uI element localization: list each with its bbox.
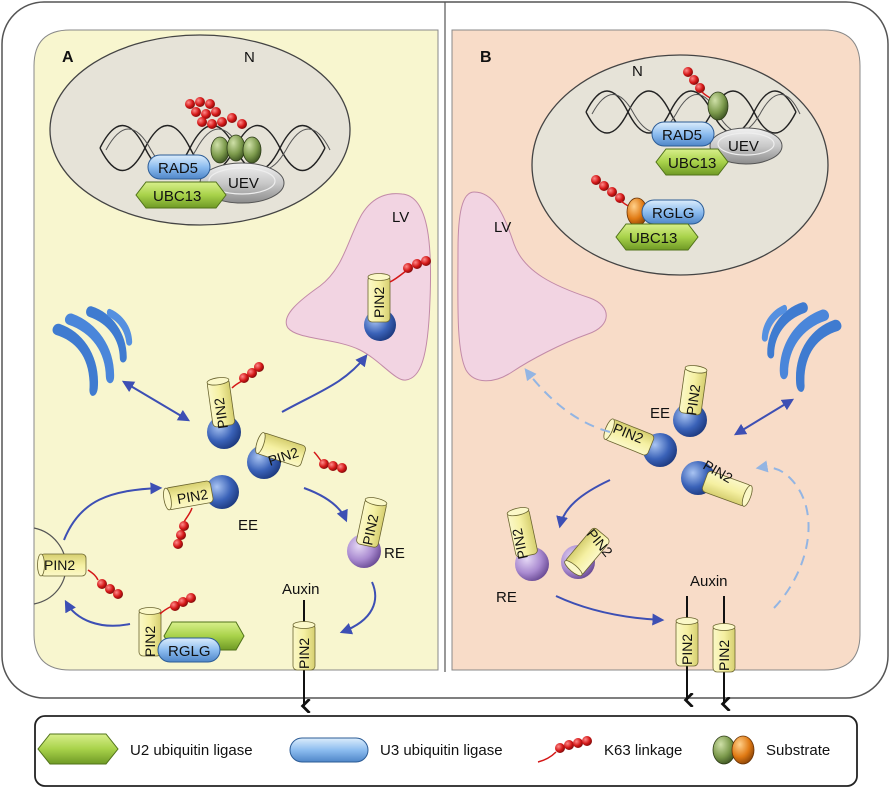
panel-a-rad5-label: RAD5 [158, 160, 198, 177]
panel-b-auxin-pin2-2 [712, 623, 736, 673]
panel-a-vacuole-pin2-label: PIN2 [371, 287, 387, 318]
panel-b-ee-pin2-1-label: PIN2 [683, 383, 703, 416]
legend-u2-icon [37, 733, 119, 765]
legend-k63-label: K63 linkage [604, 742, 682, 759]
panel-a-substrates [210, 134, 262, 164]
panel-b-rad5 [651, 121, 715, 147]
panel-a-pm-pin2 [37, 553, 87, 577]
panel-b-uev-label: UEV [728, 138, 759, 155]
panel-a-pm-k63 [87, 569, 123, 599]
legend-u3-label: U3 ubiquitin ligase [380, 742, 503, 759]
panel-b-uev [709, 127, 783, 165]
panel-a-k63-chain [185, 97, 247, 129]
panel-b-auxin-pin2-1 [675, 617, 699, 667]
panel-a-ee-label: EE [238, 517, 258, 534]
panel-b-ee-pin2-1 [678, 365, 708, 416]
panel-b-auxin-pin2-1-label: PIN2 [679, 634, 695, 665]
panel-a-vacuole-pin2 [367, 273, 391, 323]
panel-a-complex-pin2-label: PIN2 [142, 626, 158, 657]
panel-b-ubc13-label: UBC13 [668, 155, 716, 172]
panel-a-vacuole-label: LV [392, 209, 409, 226]
panel-a-uev-label: UEV [228, 175, 259, 192]
panel-b-re-pin2-2 [564, 527, 610, 577]
panel-a-rglg [157, 637, 221, 663]
panel-a-pm-pin2-label: PIN2 [44, 557, 75, 573]
panel-b-vacuole-label: LV [494, 219, 511, 236]
panel-a-ee-k63-3 [173, 507, 193, 549]
panel-b-trafficking-arrows [555, 398, 795, 626]
panel-a-ee-pin2-1-label: PIN2 [211, 397, 231, 430]
panel-b-ubc13-2-label: UBC13 [629, 230, 677, 247]
legend-u2-label: U2 ubiquitin ligase [130, 742, 253, 759]
panel-a-ee-pin2-3-label: PIN2 [176, 486, 210, 507]
panel-a-ee-pin2-1 [206, 377, 236, 428]
legend-substrate-label: Substrate [766, 742, 830, 759]
panel-b-dashed-arrows [524, 368, 810, 609]
panel-b-k63-chain-1 [683, 67, 715, 101]
panel-b-k63-chain-2 [591, 175, 633, 209]
panel-b-vacuole [457, 191, 607, 382]
panel-b-ee-pin2-3 [701, 470, 753, 507]
panel-b-ubc13 [655, 148, 729, 176]
legend-box [34, 715, 858, 787]
panel-b-auxin-label: Auxin [690, 573, 728, 590]
legend-substrate-orange-icon [731, 735, 755, 765]
panel-a-letter: A [62, 49, 74, 66]
legend-u3-icon [289, 737, 369, 763]
panel-a-auxin-label: Auxin [282, 581, 320, 598]
panel-a-ubc13 [135, 181, 227, 209]
panel-a-auxin-pin2 [292, 621, 316, 671]
panel-b-re-pin2-1-label: PIN2 [509, 527, 531, 561]
panel-a-vacuole [285, 193, 432, 381]
panel-b-ee-pin2-2 [603, 418, 655, 456]
panel-b-nucleus-label: N [632, 63, 643, 80]
legend-k63-icon [537, 736, 592, 763]
panel-a-re-label: RE [384, 545, 405, 562]
panel-a-ee-pin2-2 [255, 432, 306, 467]
panel-a-trafficking-arrows [63, 354, 377, 635]
panel-a-complex-pin2 [138, 607, 162, 657]
panel-a-complex-k63 [159, 593, 196, 615]
panel-b-ee-label: EE [650, 405, 670, 422]
panel-a-re-pin2-label: PIN2 [359, 513, 381, 547]
panel-a-ee-pin2-3 [163, 480, 214, 511]
panel-a-re-pin2 [356, 497, 388, 548]
panel-b-letter: B [480, 49, 492, 66]
panel-a-rad5 [147, 154, 211, 180]
panel-a-ee-k63-1 [231, 362, 264, 389]
panel-b-rad5-label: RAD5 [662, 127, 702, 144]
panel-b-rglg-label: RGLG [652, 205, 695, 222]
panel-b-re-pin2-1 [506, 507, 538, 558]
panel-a-ee-k63-2 [313, 451, 347, 473]
panel-a-vacuole-k63 [389, 256, 431, 283]
panel-b-re-label: RE [496, 589, 517, 606]
panel-a-auxin-pin2-label: PIN2 [296, 638, 312, 669]
panel-a-ubc13-label: UBC13 [153, 188, 201, 205]
panel-b-auxin-pin2-2-label: PIN2 [716, 640, 732, 671]
panel-a-nucleus-label: N [244, 49, 255, 66]
panel-b-substrate-1 [707, 91, 729, 121]
panel-a-rglg-label: RGLG [168, 643, 211, 660]
panel-b-ubc13-2 [615, 223, 699, 251]
